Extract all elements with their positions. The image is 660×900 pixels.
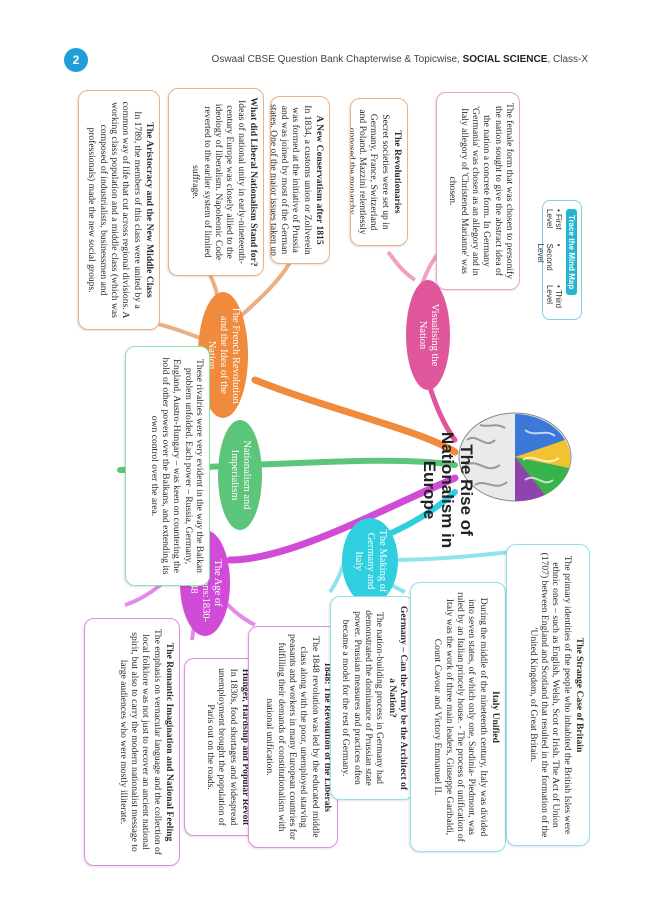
node-britain: The Strange Case of Britain The primary … xyxy=(506,544,590,846)
legend-second-level: Second Level xyxy=(536,244,563,275)
legend-first-level: First Level xyxy=(536,209,563,234)
connector-pink-2 xyxy=(386,250,417,282)
connector-orange-main xyxy=(251,376,459,456)
node-new-conservatism: A New Conservatism after 1815 In 1834, a… xyxy=(270,96,330,264)
legend: Trace the Mind Map First Level Second Le… xyxy=(536,200,582,320)
node-revolutionaries: The Revolutionaries Secret societies wer… xyxy=(350,98,408,246)
page-number-badge: 2 xyxy=(64,48,88,72)
connector-magenta-main xyxy=(226,474,459,564)
connector-cyan-3 xyxy=(384,550,511,562)
node-aristocracy: The Aristocracy and the New Middle Class… xyxy=(78,90,160,330)
running-head: Oswaal CBSE Question Bank Chapterwise & … xyxy=(211,54,588,65)
node-liberal-nationalism: What did Liberal Nationalism Stand for? … xyxy=(168,88,264,276)
legend-third-level: Third Level xyxy=(536,285,563,311)
branch-nationalism-imperialism: Nationalism and Imperialism xyxy=(218,420,262,530)
node-female-form: The female form that was chosen to perso… xyxy=(436,92,520,290)
legend-items: First Level Second Level Third Level xyxy=(536,209,563,311)
node-balkan: These rivalries were very evident in the… xyxy=(125,346,210,586)
branch-visualising-nation: Visualising the Nation xyxy=(406,280,450,390)
node-liberals-1848: 1848: The Revolution of the Liberals The… xyxy=(248,626,338,848)
node-hunger: Hunger, Hardship and Popular Revolt In 1… xyxy=(184,658,256,836)
branch-making-germany-italy: The Making of Germany and Italy xyxy=(342,518,398,604)
node-romantic: The Romantic Imagination and National Fe… xyxy=(84,618,180,866)
brain-icon xyxy=(455,410,575,505)
central-title: The Rise of Nationalism in Europe xyxy=(419,431,476,549)
node-italy-unified: Italy Unified During the middle of the n… xyxy=(410,582,506,852)
node-germany-army: Germany – Can the Army be the Architect … xyxy=(330,596,414,800)
page-header: 2 Oswaal CBSE Question Bank Chapterwise … xyxy=(0,0,660,80)
